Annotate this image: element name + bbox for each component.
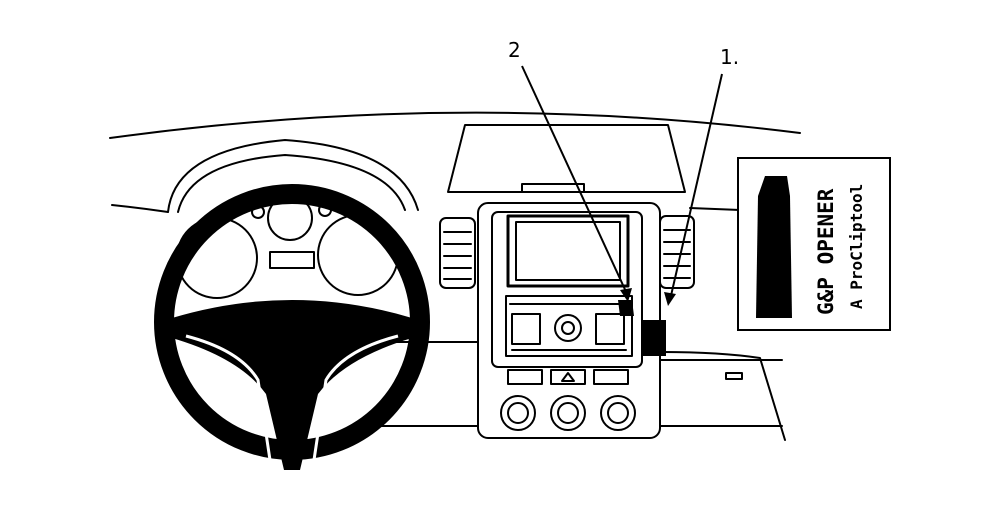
hazard-bump [521,183,585,193]
cluster-display [269,251,315,269]
dash-top-line [109,111,801,139]
leader-arrow-1 [664,292,676,306]
steering-wheel-icon [154,184,430,470]
tool-subtitle: A ProCliptool [847,184,866,309]
center-stack-inner [491,211,643,368]
radio-unit [505,295,633,357]
cluster-hood [167,139,419,213]
gap-opener-box: G&P OPENER A ProCliptool [737,157,891,331]
vent-left [439,217,476,289]
glovebox-handle [725,372,743,380]
gap-opener-tool-icon [756,176,792,318]
button-row-left [507,369,543,385]
leader-line-2 [521,65,629,297]
tool-title: G&P OPENER [814,188,838,315]
cluster-hood-inner [177,154,406,213]
leader-line-1 [669,73,723,301]
nav-screen [506,214,630,288]
nav-screen-inner [515,221,621,281]
dash-upper-left-line [111,204,169,213]
leader-arrow-2 [620,288,632,302]
climate-knob-left [500,395,536,431]
button-row-hazard [550,369,586,385]
callout-label-2: 2 [508,38,521,62]
callout-label-1: 1. [720,45,740,69]
climate-knob-right [600,395,636,431]
radio-knob [554,314,582,342]
center-display-hood [447,124,686,193]
button-row-right [593,369,629,385]
climate-knob-center [550,395,586,431]
mount-bracket [642,320,666,356]
dash-upper-right-line [689,207,741,211]
mount-clip [618,300,634,316]
